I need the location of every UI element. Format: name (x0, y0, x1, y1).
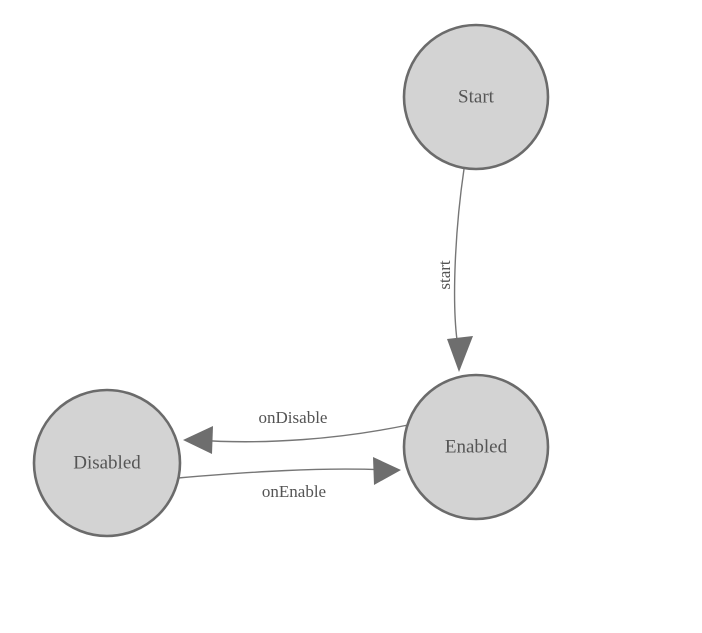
node-start[interactable]: Start (402, 23, 550, 171)
node-disabled[interactable]: Disabled (32, 388, 182, 538)
edge-path-ondisable (195, 424, 409, 443)
edge-label-onenable: onEnable (262, 482, 326, 501)
arrowhead-disabled-to-enabled (373, 457, 401, 485)
edge-enabled-to-disabled[interactable] (183, 424, 409, 454)
node-disabled-circle (32, 388, 182, 538)
edge-start-to-enabled[interactable] (447, 168, 473, 372)
edge-disabled-to-enabled[interactable] (177, 457, 401, 485)
edge-path-start (453, 168, 465, 341)
node-start-label: Start (458, 86, 495, 107)
node-start-circle (402, 23, 550, 171)
node-disabled-label: Disabled (73, 452, 141, 473)
edge-path-onenable (177, 468, 387, 479)
edge-label-ondisable: onDisable (259, 408, 328, 427)
node-enabled[interactable]: Enabled (402, 373, 550, 521)
arrowhead-enabled-to-disabled (183, 426, 213, 454)
edge-label-start: start (435, 260, 454, 290)
arrowhead-start-to-enabled (447, 336, 473, 372)
node-enabled-circle (402, 373, 550, 521)
node-enabled-label: Enabled (445, 436, 508, 457)
